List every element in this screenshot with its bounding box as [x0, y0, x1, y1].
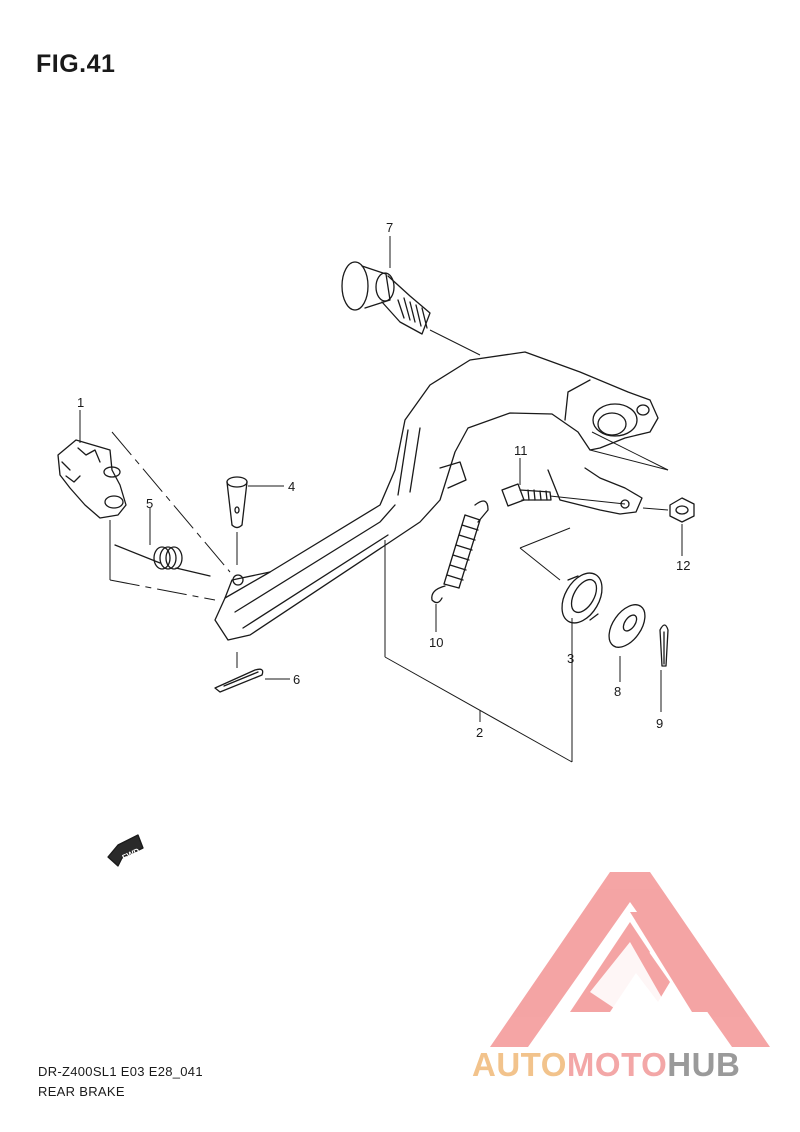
callout-7: 7	[386, 220, 393, 235]
section-name-label: REAR BRAKE	[38, 1084, 125, 1099]
brake-pedal-part-2	[214, 351, 659, 641]
watermark-part-auto: AUTO	[472, 1046, 567, 1083]
callout-1: 1	[77, 395, 84, 410]
cotter-pin-part-9	[659, 624, 669, 667]
figure-title: FIG.41	[36, 50, 116, 78]
callout-8: 8	[614, 684, 621, 699]
callout-3: 3	[567, 651, 574, 666]
switch-cam-part-1	[57, 439, 127, 519]
bolt-part-11	[501, 483, 552, 507]
callout-12: 12	[676, 558, 690, 573]
oil-seal-part-3	[561, 572, 603, 624]
callout-11: 11	[514, 443, 528, 458]
callout-2: 2	[476, 725, 483, 740]
callout-9: 9	[656, 716, 663, 731]
callout-4: 4	[288, 479, 295, 494]
callout-6: 6	[293, 672, 300, 687]
clevis-pin-part-4	[226, 476, 248, 529]
automotohub-watermark-text: AUTOMOTOHUB	[472, 1046, 740, 1084]
nut-part-12	[669, 497, 695, 523]
model-code-label: DR-Z400SL1 E03 E28_041	[38, 1064, 203, 1079]
automotohub-watermark-logo	[490, 872, 770, 1047]
callout-5: 5	[146, 496, 153, 511]
watermark-part-hub: HUB	[667, 1046, 741, 1083]
watermark-part-moto: MOTO	[566, 1046, 668, 1083]
cotter-pin-part-6	[214, 668, 264, 693]
torsion-spring-part-5	[114, 544, 211, 577]
callout-10: 10	[429, 635, 443, 650]
washer-part-8	[608, 604, 646, 648]
pivot-bolt-part-7	[341, 261, 431, 335]
fwd-arrow-icon	[107, 834, 144, 867]
return-spring-part-10	[431, 500, 489, 604]
leader-lines	[79, 236, 683, 763]
